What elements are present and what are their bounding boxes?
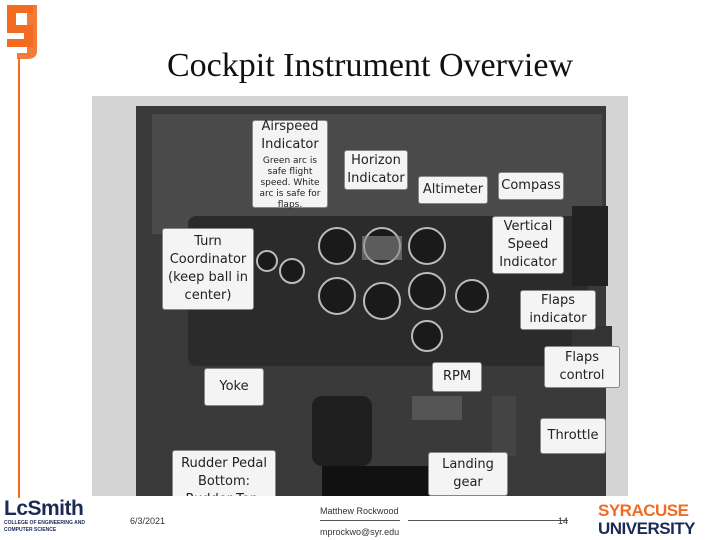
callout-label: Flaps indicator <box>529 293 587 326</box>
callout-vsi: Vertical Speed Indicator <box>492 216 564 274</box>
university-word: UNIVERSITY <box>598 519 696 538</box>
syracuse-word: SYRACUSE <box>598 501 689 520</box>
callout-horizon: Horizon Indicator <box>344 150 408 190</box>
callout-rudder: Rudder Pedal Bottom: Rudder Top: Brakes <box>172 450 276 496</box>
footer-date: 6/3/2021 <box>130 516 166 526</box>
callout-label: Rudder Pedal Bottom: Rudder Top: Brakes <box>181 456 267 496</box>
callout-label: Yoke <box>219 379 249 394</box>
callout-label: Airspeed Indicator <box>261 118 319 152</box>
callout-label: Flaps control <box>559 350 605 383</box>
syracuse-s-logo <box>7 5 37 59</box>
callout-label: Horizon Indicator <box>347 153 405 186</box>
syracuse-university-logo: SYRACUSE UNIVERSITY <box>598 502 718 538</box>
callout-flaps-control: Flaps control <box>544 346 620 388</box>
page-number: 14 <box>558 516 569 526</box>
callout-yoke: Yoke <box>204 368 264 406</box>
callout-label: RPM <box>442 369 472 384</box>
callout-throttle: Throttle <box>540 418 606 454</box>
callout-compass: Compass <box>498 172 564 200</box>
callout-airspeed: Airspeed Indicator Green arc is safe fli… <box>252 118 328 210</box>
callout-turn: Turn Coordinator (keep ball in center) <box>162 228 254 310</box>
footer-author: Matthew Rockwood <box>320 506 399 516</box>
footer-divider <box>320 520 400 521</box>
callout-landing-gear: Landing gear <box>428 452 508 496</box>
callout-label: Throttle <box>547 428 599 443</box>
callout-label: Compass <box>501 178 561 193</box>
cockpit-photo: Airspeed Indicator Green arc is safe fli… <box>92 96 628 496</box>
accent-stripe <box>18 58 20 498</box>
callout-flaps-indicator: Flaps indicator <box>520 290 596 330</box>
slide-title: Cockpit Instrument Overview <box>166 47 574 84</box>
lcsmith-college-name: COLLEGE OF ENGINEERING AND COMPUTER SCIE… <box>4 520 85 533</box>
callout-rpm: RPM <box>432 362 482 392</box>
footer-divider <box>408 520 568 521</box>
callout-altimeter: Altimeter <box>418 176 488 204</box>
footer-email: mprockwo@syr.edu <box>320 527 400 537</box>
callout-label: Altimeter <box>422 182 484 197</box>
callout-note: Green arc is safe flight speed. White ar… <box>259 155 321 210</box>
callout-label: Turn Coordinator (keep ball in center) <box>168 234 248 303</box>
callout-label: Vertical Speed Indicator <box>499 219 557 270</box>
lcsmith-logo: LcSmith <box>4 497 84 520</box>
callout-label: Landing gear <box>442 457 494 490</box>
